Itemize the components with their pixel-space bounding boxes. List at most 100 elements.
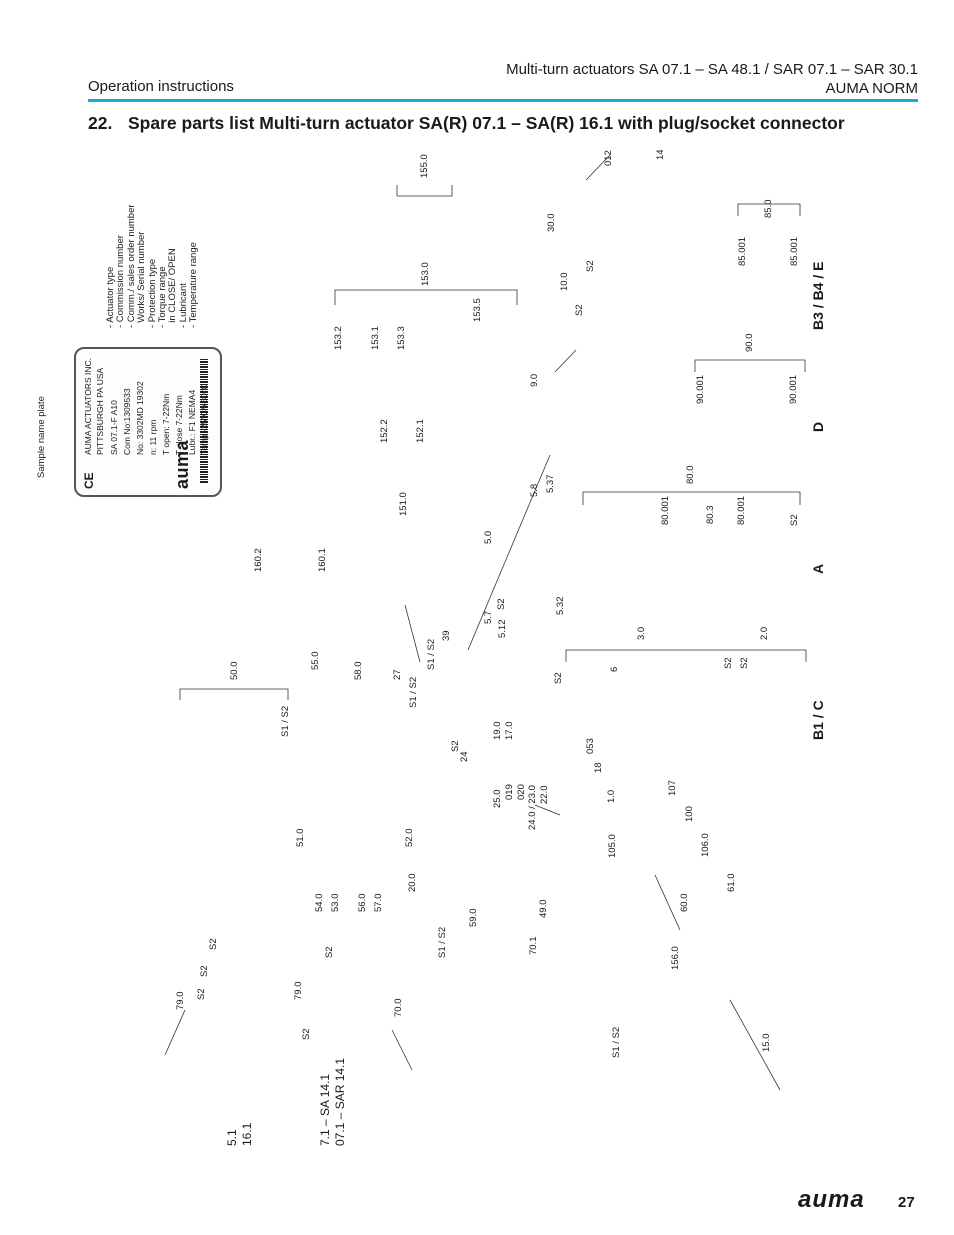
part-label: 55.0 [310,651,321,671]
part-label: 25.0 [492,789,503,809]
bracket-50 [179,688,289,700]
part-label: 52.0 [404,828,415,848]
part-label: 160.2 [253,548,264,572]
section-d: D [810,421,826,432]
part-label: S2 [208,938,219,950]
part-label: 153.5 [472,298,483,322]
part-label: 153.1 [370,326,381,350]
header-product-line: Multi-turn actuators SA 07.1 – SA 48.1 /… [506,61,918,78]
part-label: S1 / S2 [611,1026,622,1058]
part-label: 70.0 [393,998,404,1018]
part-label: 60.0 [679,893,690,913]
section-a: A [810,563,826,574]
part-label: 100 [684,806,695,822]
bracket-85 [737,203,801,216]
bracket-155 [396,185,453,197]
part-label: 85.001 [789,236,800,266]
part-label: 107 [667,780,678,796]
part-label: 5.8 [529,483,540,497]
part-label: 155.0 [419,154,430,178]
part-label: S1 / S2 [408,676,419,708]
part-label: 156.0 [670,946,681,970]
part-label: 59.0 [468,908,479,928]
section-b1-c: B1 / C [810,700,826,740]
part-label: 85.001 [737,236,748,266]
part-label: 80.001 [736,495,747,525]
part-label: S2 [196,988,207,1000]
part-label: 160.1 [317,548,328,572]
part-label: 9.0 [529,373,540,387]
part-label: 57.0 [373,893,384,913]
plate-line-1: AUMA ACTUATORS INC. [83,358,93,455]
part-label: 53.0 [330,893,341,913]
leader-5 [467,454,551,651]
part-label: 153.2 [333,326,344,350]
header-rule [88,99,918,102]
part-label: S2 [324,946,335,958]
part-label: 14 [655,149,666,160]
part-label: 053 [585,738,596,754]
auma-logo: auma [798,1186,865,1213]
part-label: 85.0 [763,199,774,219]
leader-30 [585,154,611,181]
section-number: 22. [88,113,113,133]
part-label: 24.0 / 23.0 [527,785,538,830]
plate-line-7: T open: 7-22Nm [161,393,171,455]
leader-70 [391,1029,413,1071]
plate-logo: auma [172,439,192,489]
part-label: S2 [585,260,596,272]
page-number: 27 [898,1194,915,1211]
part-label: 80.0 [685,465,696,485]
leader-15 [729,999,781,1091]
part-label: 10.0 [559,272,570,292]
part-label: S2 [574,304,585,316]
nameplate-barcode [200,359,208,483]
part-label: 5.12 [497,619,508,639]
leader-9 [554,349,577,373]
part-label: 50.0 [229,661,240,681]
part-label: 153.3 [396,326,407,350]
leader-160 [404,604,421,663]
part-label: 5.32 [555,596,566,616]
part-label: S2 [553,672,564,684]
part-label: 80.3 [705,505,716,525]
part-label: S2 [496,598,507,610]
legend-temperature: - Temperature range [188,242,200,328]
section-title: Spare parts list Multi-turn actuator SA(… [128,113,845,133]
size-label-left-a: 5.1 [225,1129,239,1146]
part-label: 19.0 [492,721,503,741]
ce-mark: CE [82,472,96,489]
part-label: 5.0 [483,530,494,544]
part-label: 79.0 [175,991,186,1011]
part-label: 15.0 [761,1033,772,1053]
leader-1 [534,804,561,816]
plate-line-2: PITTSBURGH PA USA [95,367,105,455]
bracket-3 [565,649,807,662]
part-label: 90.0 [744,333,755,353]
part-label: 152.2 [379,419,390,443]
part-label: 5.7 [483,610,494,624]
section-b3-b4-e: B3 / B4 / E [810,261,826,330]
part-label: S1 / S2 [437,926,448,958]
part-label: 58.0 [353,661,364,681]
part-label: 79.0 [293,981,304,1001]
part-label: 20.0 [407,873,418,893]
part-label: 5.37 [545,474,556,494]
part-label: S1 / S2 [426,638,437,670]
bracket-153 [334,289,518,305]
part-label: 151.0 [398,492,409,516]
part-label: 56.0 [357,893,368,913]
size-label-right-a: 7.1 – SA 14.1 [318,1073,332,1146]
part-label: S2 [450,740,461,752]
part-label: S1 / S2 [280,705,291,737]
part-label: 106.0 [700,833,711,857]
header-right: Multi-turn actuators SA 07.1 – SA 48.1 /… [506,60,918,98]
part-label: S2 [789,514,800,526]
part-label: 019 [504,784,515,800]
part-label: 90.001 [788,374,799,404]
sample-nameplate: AUMA ACTUATORS INC. PITTSBURGH PA USA SA… [74,347,222,497]
part-label: S2 [199,965,210,977]
part-label: 153.0 [420,262,431,286]
leader-60 [654,874,681,931]
